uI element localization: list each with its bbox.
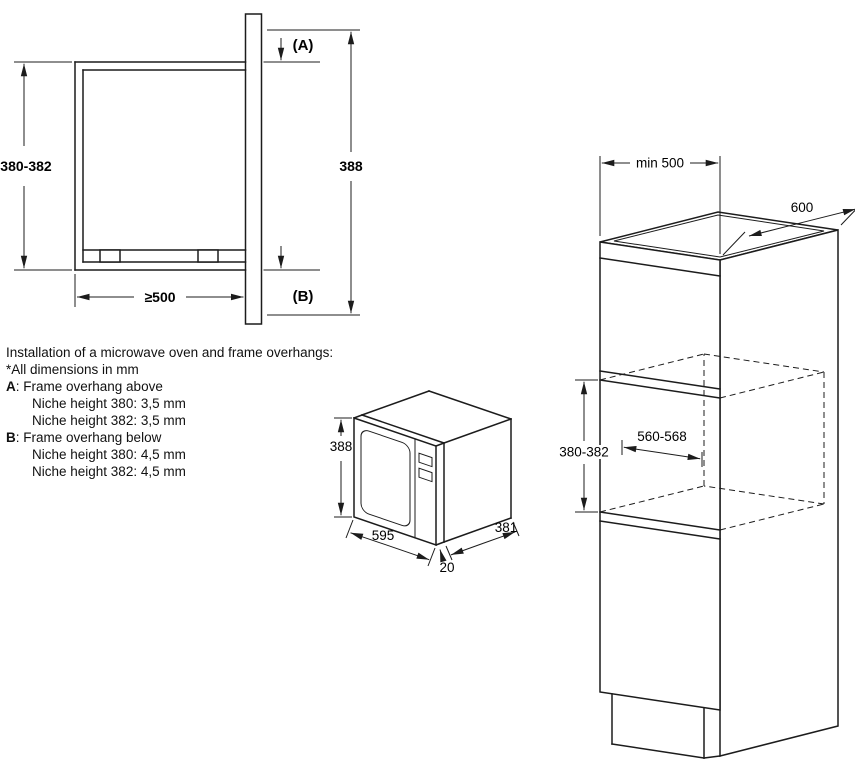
note-b-label: : Frame overhang below [15, 430, 162, 445]
note-a-row-1: Niche height 380: 3,5 mm [32, 396, 186, 411]
overhang-below-label: (B) [293, 288, 314, 305]
oven-3d-view: 388 595 381 20 [330, 390, 520, 575]
section-niche-width-label: ≥500 [144, 289, 175, 305]
oven-width-label: 595 [372, 528, 395, 543]
note-b-row-1: Niche height 380: 4,5 mm [32, 447, 186, 462]
oven-depth-label: 381 [495, 520, 518, 535]
control-button [418, 467, 433, 483]
section-niche-height-label: 380-382 [0, 158, 52, 174]
note-b-row-2: Niche height 382: 4,5 mm [32, 464, 186, 479]
note-item-b: B: Frame overhang below [6, 429, 346, 446]
notes-units: *All dimensions in mm [6, 362, 139, 377]
note-a-label: : Frame overhang above [15, 379, 163, 394]
cabinet-front-face [599, 241, 721, 711]
cabinet-right-face [719, 229, 839, 757]
oven-front-face [353, 416, 437, 547]
oven-frame-thickness-label: 20 [439, 560, 454, 575]
niche-section-view: 380-382 388 (A) (B) ≥500 [0, 13, 363, 325]
oven-door-window [360, 430, 433, 539]
cabinet-niche-dashed-outline [599, 353, 825, 531]
cabinet-width-label: min 500 [636, 156, 684, 171]
note-a-row-2: Niche height 382: 3,5 mm [32, 413, 186, 428]
cabinet-top-inset [613, 214, 825, 258]
cabinet-niche-height-label: 380-382 [559, 445, 609, 460]
notes-block: Installation of a microwave oven and fra… [6, 344, 346, 480]
section-frame-height-label: 388 [339, 158, 363, 174]
oven-height-label: 388 [330, 439, 353, 454]
oven-foot [197, 249, 219, 263]
cabinet-depth-label: 600 [791, 200, 814, 215]
control-button [418, 452, 433, 468]
note-a-prefix: A [6, 379, 16, 394]
notes-title: Installation of a microwave oven and fra… [6, 345, 334, 360]
frame-panel [244, 13, 263, 325]
cabinet-3d-view: min 500 600 560-568 380-382 [556, 156, 855, 759]
overhang-above-label: (A) [293, 37, 314, 54]
cabinet-niche-width-label: 560-568 [637, 429, 687, 444]
note-b-prefix: B [6, 430, 16, 445]
note-item-a: A: Frame overhang above [6, 378, 346, 395]
oven-foot [99, 249, 121, 263]
